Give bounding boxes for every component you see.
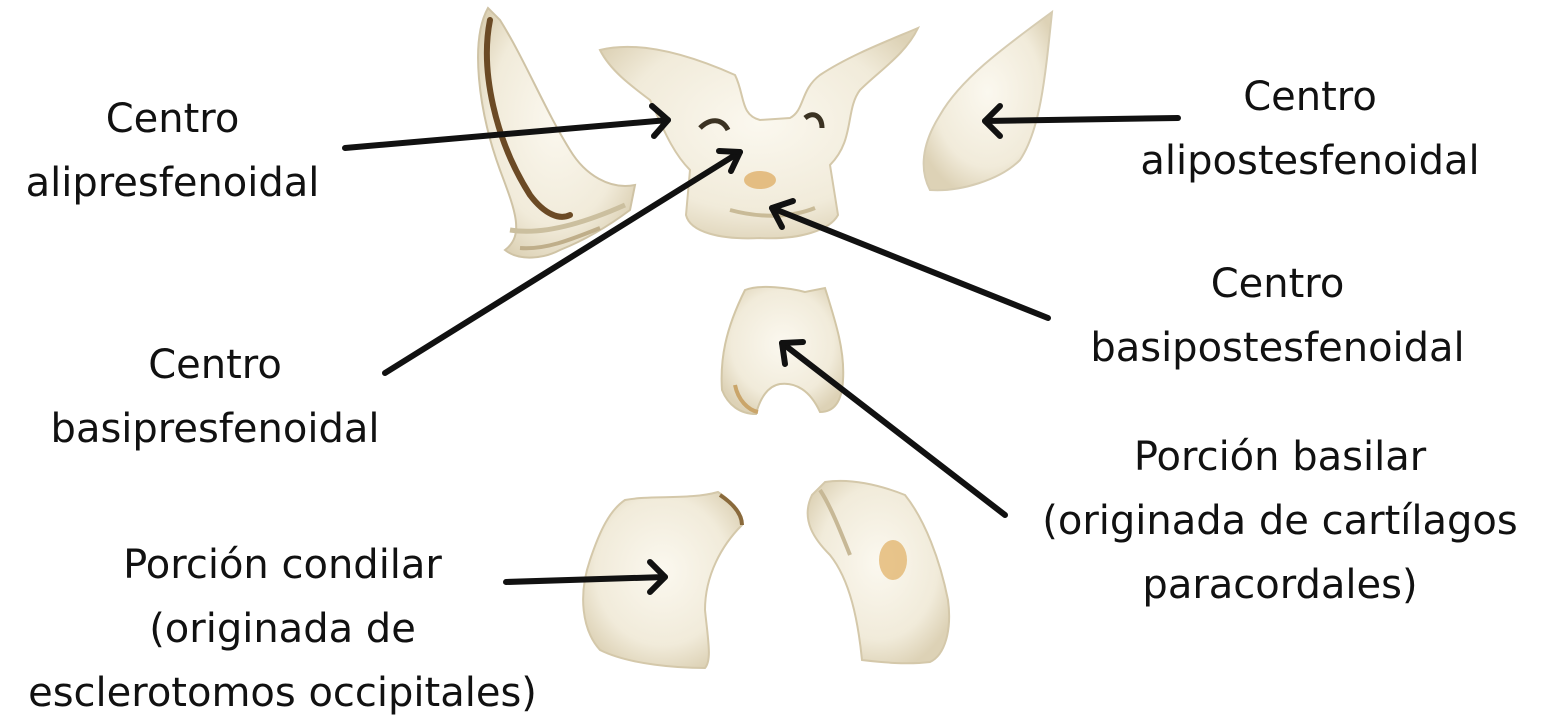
label-porcion-basilar-line1: Porción basilar	[1015, 425, 1545, 489]
label-alipresfenoidal-line1: Centro	[0, 87, 345, 151]
label-porcion-basilar: Porción basilar (originada de cartílagos…	[1015, 425, 1545, 617]
label-porcion-basilar-line3: paracordales)	[1015, 553, 1545, 617]
label-basipresfenoidal-line1: Centro	[15, 333, 415, 397]
label-centro-basipostesfenoidal: Centro basipostesfenoidal	[1060, 252, 1495, 380]
label-alipostesfenoidal-line1: Centro	[1105, 65, 1515, 129]
label-porcion-condilar-line3: esclerotomos occipitales)	[0, 661, 565, 725]
label-basipostesfenoidal-line2: basipostesfenoidal	[1060, 316, 1495, 380]
arrow-basipresfenoidal	[385, 151, 740, 373]
label-porcion-condilar: Porción condilar (originada de escleroto…	[0, 533, 565, 725]
arrow-basipostesfenoidal	[772, 201, 1048, 318]
arrow-porcion-basilar	[782, 342, 1005, 515]
label-centro-alipresfenoidal: Centro alipresfenoidal	[0, 87, 345, 215]
label-porcion-condilar-line2: (originada de	[0, 597, 565, 661]
label-alipostesfenoidal-line2: alipostesfenoidal	[1105, 129, 1515, 193]
label-centro-alipostesfenoidal: Centro alipostesfenoidal	[1105, 65, 1515, 193]
label-alipresfenoidal-line2: alipresfenoidal	[0, 151, 345, 215]
label-basipresfenoidal-line2: basipresfenoidal	[15, 397, 415, 461]
label-basipostesfenoidal-line1: Centro	[1060, 252, 1495, 316]
label-centro-basipresfenoidal: Centro basipresfenoidal	[15, 333, 415, 461]
label-porcion-basilar-line2: (originada de cartílagos	[1015, 489, 1545, 553]
label-porcion-condilar-line1: Porción condilar	[0, 533, 565, 597]
arrow-alipresfenoidal	[345, 106, 668, 148]
